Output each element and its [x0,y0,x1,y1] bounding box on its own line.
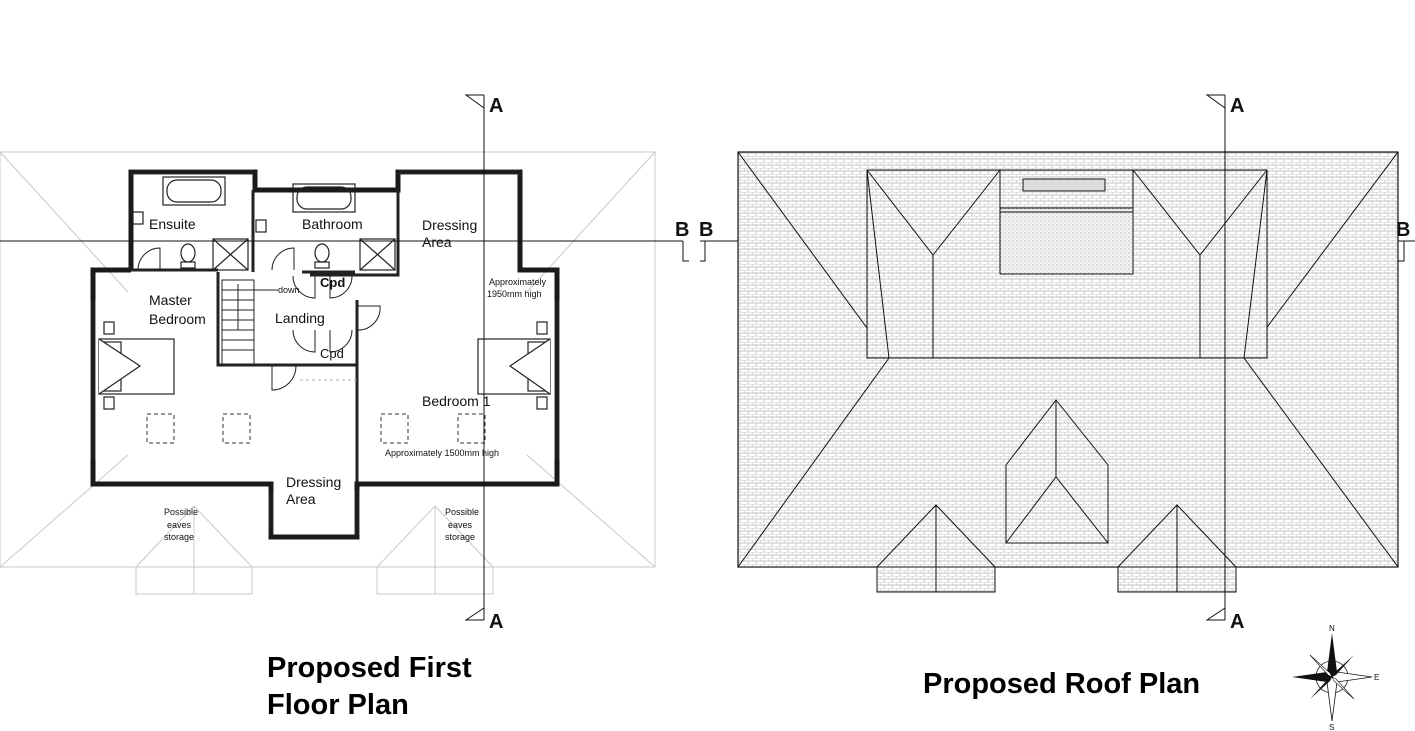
label-bathroom: Bathroom [302,216,363,232]
section-mark-a-top-left: A [489,95,503,117]
section-lines-left [0,94,738,621]
roof-rear-crown [866,169,1268,359]
note-eaves-left-3: storage [164,532,194,542]
note-1950-line2: 1950mm high [487,289,542,299]
section-mark-b-roof-left: B [699,219,713,241]
staircase [221,279,278,365]
sanitaryware [132,211,330,269]
label-master-1: Master [149,292,192,308]
floor-walls [90,169,560,540]
bedroom1-bed [477,321,551,410]
note-eaves-right-1: Possible [445,507,479,517]
bathroom-bath [292,183,356,213]
label-master-2: Bedroom [149,311,206,327]
section-mark-a-bottom-roof: A [1230,611,1244,633]
section-mark-b-right: B [1396,219,1410,241]
shower-trays [212,238,396,271]
label-bedroom1: Bedroom 1 [422,393,491,409]
section-mark-a-top-roof: A [1230,95,1244,117]
compass-s: S [1329,723,1334,731]
first-floor-title-line1: Proposed First [267,652,472,684]
note-eaves-right-3: storage [445,532,475,542]
roof-bay-gables [876,504,1237,593]
note-eaves-right-2: eaves [448,520,473,530]
roof-plan-title: Proposed Roof Plan [923,668,1201,700]
label-dressing-bottom-2: Area [286,491,316,507]
roof-ghost-outline [0,151,656,595]
first-floor-title-line2: Floor Plan [267,689,409,721]
label-dressing-bottom-1: Dressing [286,474,341,490]
master-bed [98,321,175,410]
note-1500: Approximately 1500mm high [385,448,499,458]
roof-plan: A A B [737,94,1415,633]
note-eaves-left-1: Possible [164,507,198,517]
label-cpd-lower: Cpd [320,346,344,361]
roof-front-gable [1005,399,1109,544]
section-lines-roof [1205,94,1415,621]
windows [90,169,560,535]
label-ensuite: Ensuite [149,216,196,232]
rooflights [146,413,486,444]
ensuite-bath [162,176,226,206]
compass-rose: N S E [1292,624,1379,731]
first-floor-plan: Ensuite Bathroom Dressing Area Master Be… [0,94,738,633]
label-dressing-top-2: Area [422,234,452,250]
note-eaves-left-2: eaves [167,520,192,530]
room-labels: Ensuite Bathroom Dressing Area Master Be… [149,216,547,542]
label-cpd-upper: Cpd [320,275,345,290]
first-floor-title: Proposed First Floor Plan [267,650,472,724]
label-down: down [278,285,300,295]
section-mark-a-bottom-left: A [489,611,503,633]
compass-e: E [1374,673,1379,682]
note-1950-line1: Approximately [489,277,547,287]
label-dressing-top-1: Dressing [422,217,477,233]
inner-walls [131,190,400,483]
door-swings [137,247,381,391]
compass-n: N [1329,624,1335,633]
label-landing: Landing [275,310,325,326]
section-mark-b-left: B [675,219,689,241]
